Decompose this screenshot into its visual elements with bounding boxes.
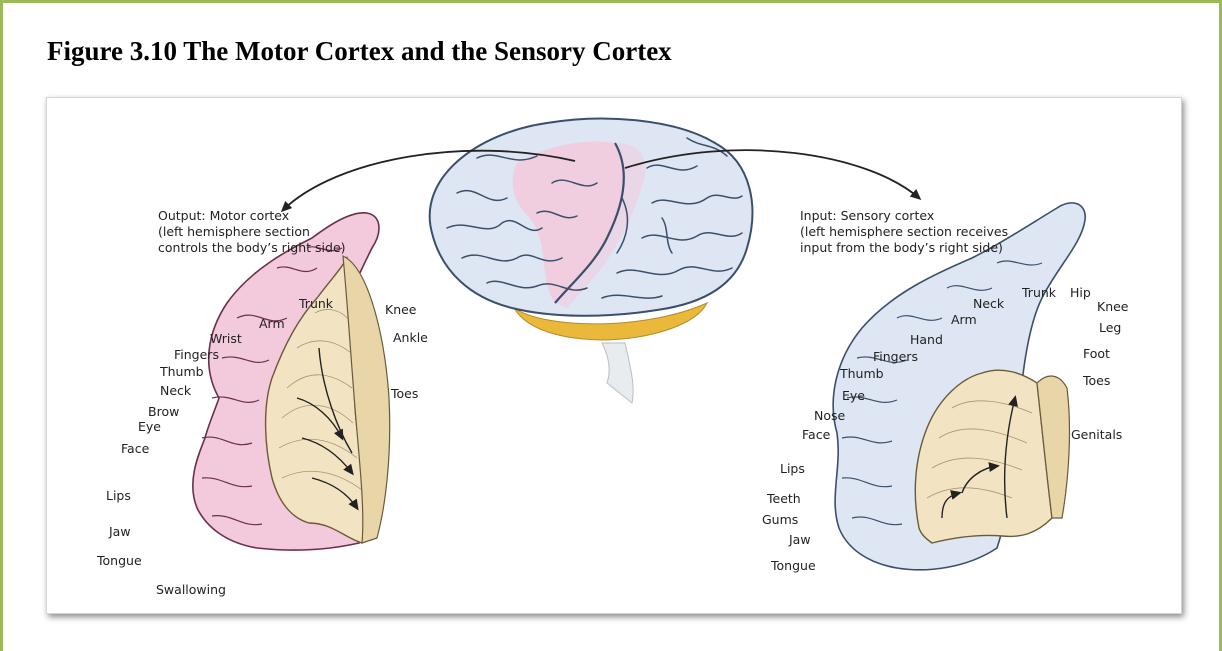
motor-label: Fingers	[174, 347, 219, 362]
sensory-label: Knee	[1097, 299, 1129, 314]
sensory-label: Lips	[780, 461, 805, 476]
motor-label: Arm	[259, 316, 285, 331]
motor-label: Eye	[138, 419, 161, 434]
motor-label: Neck	[160, 383, 192, 398]
svg-text:Output: Motor cortex: Output: Motor cortex	[158, 208, 289, 223]
sensory-label: Arm	[951, 312, 977, 327]
sensory-label: Trunk	[1021, 285, 1057, 300]
cortex-illustration: Output: Motor cortex (left hemisphere se…	[46, 97, 1182, 614]
cortex-diagram-svg: Output: Motor cortex (left hemisphere se…	[47, 98, 1182, 614]
sensory-label: Foot	[1083, 346, 1110, 361]
sensory-label: Gums	[762, 512, 798, 527]
motor-label: Brow	[148, 404, 179, 419]
sensory-label: Neck	[973, 296, 1005, 311]
sensory-label: Hand	[910, 332, 943, 347]
svg-text:controls the body’s right side: controls the body’s right side)	[158, 240, 346, 255]
motor-label: Swallowing	[156, 582, 226, 597]
motor-label: Face	[121, 441, 150, 456]
motor-label: Toes	[390, 386, 418, 401]
svg-text:Input: Sensory cortex: Input: Sensory cortex	[800, 208, 934, 223]
brain-icon	[430, 119, 753, 403]
sensory-label: Hip	[1070, 285, 1091, 300]
svg-text:input from the body’s right si: input from the body’s right side)	[800, 240, 1003, 255]
motor-label: Ankle	[393, 330, 428, 345]
figure-title: Figure 3.10 The Motor Cortex and the Sen…	[47, 36, 672, 67]
sensory-label: Tongue	[770, 558, 816, 573]
motor-label: Knee	[385, 302, 417, 317]
sensory-label: Genitals	[1071, 427, 1122, 442]
motor-label: Jaw	[108, 524, 131, 539]
sensory-label: Leg	[1099, 320, 1121, 335]
sensory-cortex-slice	[833, 203, 1085, 570]
svg-text:(left hemisphere section: (left hemisphere section	[158, 224, 310, 239]
sensory-label: Fingers	[873, 349, 918, 364]
output-caption: Output: Motor cortex (left hemisphere se…	[158, 208, 346, 255]
motor-label: Wrist	[210, 331, 242, 346]
motor-cortex-slice	[193, 213, 390, 550]
sensory-label: Toes	[1082, 373, 1110, 388]
motor-label: Trunk	[298, 296, 334, 311]
motor-label: Lips	[106, 488, 131, 503]
sensory-label: Thumb	[839, 366, 884, 381]
sensory-label: Teeth	[766, 491, 801, 506]
sensory-label: Nose	[814, 408, 846, 423]
sensory-label: Face	[802, 427, 831, 442]
sensory-label: Jaw	[788, 532, 811, 547]
input-caption: Input: Sensory cortex (left hemisphere s…	[800, 208, 1008, 255]
motor-label: Thumb	[159, 364, 204, 379]
svg-text:(left hemisphere section recei: (left hemisphere section receives	[800, 224, 1008, 239]
sensory-label: Eye	[842, 388, 865, 403]
motor-label: Tongue	[96, 553, 142, 568]
